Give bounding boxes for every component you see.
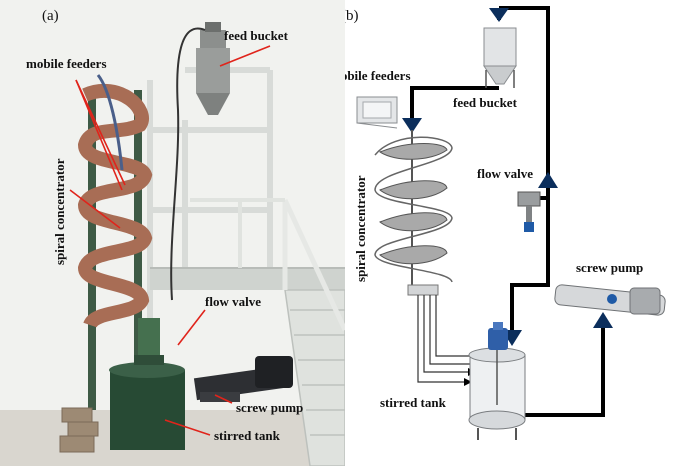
arrow-into-bucket — [489, 8, 509, 22]
pointer-lines — [69, 45, 271, 436]
screw-pump-icon — [554, 284, 666, 316]
stirred-tank-photo — [109, 318, 185, 450]
spiral-trough-photo — [77, 83, 153, 329]
label-b-spiral-concentrator: spiral concentrator — [353, 175, 368, 282]
pipe-top-right — [499, 6, 550, 175]
spiral-outlet-pipes — [417, 295, 472, 383]
pointer-stirred-tank — [164, 419, 211, 436]
label-a-flow-valve: flow valve — [205, 294, 261, 309]
pipe-loop — [410, 6, 605, 417]
arrow-up-pump — [593, 312, 613, 328]
arrow-up-flow-valve — [538, 172, 558, 188]
mobile-feeders-icon — [356, 96, 398, 129]
pipe-right-down — [510, 185, 550, 330]
label-a-screw-pump: screw pump — [236, 400, 304, 415]
stirred-tank-icon — [468, 322, 526, 440]
pointer-spiral-concentrator — [69, 189, 121, 229]
panel-a-letter: (a) — [42, 8, 59, 24]
stair-railing — [282, 198, 345, 332]
photo-illustration — [0, 22, 345, 466]
label-a-feed-bucket: feed bucket — [224, 28, 288, 43]
pointer-flow-valve — [177, 309, 206, 346]
label-b-screw-pump: screw pump — [576, 260, 644, 275]
label-a-stirred-tank: stirred tank — [214, 428, 280, 443]
arrow-into-spiral — [402, 118, 422, 133]
flow-valve-icon — [517, 191, 541, 232]
pipe-bucket-to-spiral — [410, 86, 499, 120]
feed-bucket-photo — [196, 22, 230, 115]
pointer-mobile-feeders-2 — [75, 79, 123, 191]
pipe-pump-return — [522, 318, 605, 417]
label-b-stirred-tank: stirred tank — [380, 395, 446, 410]
pointer-screw-pump — [214, 394, 233, 404]
label-a-spiral-concentrator: spiral concentrator — [52, 158, 67, 265]
label-b-feed-bucket: feed bucket — [453, 95, 517, 110]
spiral-concentrator-icon — [374, 130, 453, 296]
feed-bucket-icon — [483, 27, 517, 88]
platform — [150, 268, 345, 290]
pointer-feed-bucket — [219, 45, 271, 67]
label-b-mobile-feeders: mobile feeders — [345, 68, 411, 83]
panel-b-schematic: (b) mobile feeders feed bucket flow valv… — [345, 0, 688, 466]
label-a-mobile-feeders: mobile feeders — [26, 56, 107, 71]
schematic-diagram — [356, 6, 666, 440]
panel-b-letter: (b) — [345, 8, 359, 24]
bricks — [59, 407, 99, 453]
label-b-flow-valve: flow valve — [477, 166, 533, 181]
panel-a-photo: (a) feed bucket mobile feeders spiral co… — [0, 0, 345, 466]
